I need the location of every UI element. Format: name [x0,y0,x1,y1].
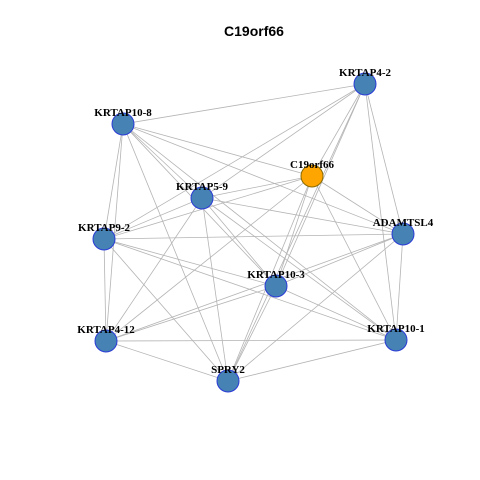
node-label-SPRY2: SPRY2 [211,364,245,376]
node-label-KRTAP4-2: KRTAP4-2 [339,67,391,79]
edge-KRTAP10-8-KRTAP5-9 [122,123,203,199]
edge-KRTAP10-8-KRTAP10-1 [122,123,397,341]
node-label-KRTAP10-1: KRTAP10-1 [367,323,424,335]
node-label-ADAMTSL4: ADAMTSL4 [373,217,434,229]
edge-KRTAP5-9-KRTAP9-2 [103,197,203,240]
node-layer [92,72,415,393]
graph-title: C19orf66 [224,23,284,39]
edge-C19orf66-KRTAP10-1 [311,175,397,341]
node-ADAMTSL4[interactable] [391,222,415,246]
edge-ADAMTSL4-KRTAP10-1 [395,233,404,341]
node-label-C19orf66: C19orf66 [290,159,334,171]
edge-KRTAP4-2-KRTAP5-9 [201,83,366,199]
edge-KRTAP5-9-KRTAP4-12 [105,197,203,342]
edge-KRTAP9-2-SPRY2 [103,238,229,382]
edge-C19orf66-KRTAP4-12 [105,175,313,342]
edge-KRTAP10-1-SPRY2 [227,339,397,382]
label-layer: KRTAP4-2KRTAP10-8C19orf66KRTAP5-9KRTAP9-… [77,67,433,376]
node-KRTAP10-1[interactable] [384,328,408,352]
edge-KRTAP5-9-ADAMTSL4 [201,197,404,235]
edge-C19orf66-KRTAP5-9 [201,175,313,199]
edge-KRTAP4-2-KRTAP9-2 [103,83,366,240]
node-KRTAP5-9[interactable] [190,186,214,210]
edge-KRTAP10-3-KRTAP10-1 [275,285,397,341]
edge-KRTAP10-8-SPRY2 [122,123,229,382]
edge-KRTAP10-8-KRTAP9-2 [103,123,124,240]
node-label-KRTAP10-3: KRTAP10-3 [247,269,305,281]
edge-KRTAP9-2-KRTAP10-3 [103,238,277,287]
edge-ADAMTSL4-SPRY2 [227,233,404,382]
edge-KRTAP4-2-KRTAP10-8 [122,83,366,125]
node-label-KRTAP5-9: KRTAP5-9 [176,181,228,193]
node-label-KRTAP10-8: KRTAP10-8 [94,107,152,119]
edge-KRTAP4-2-KRTAP10-3 [275,83,366,287]
edge-KRTAP9-2-ADAMTSL4 [103,233,404,240]
edge-ADAMTSL4-KRTAP4-12 [105,233,404,342]
edge-KRTAP4-12-KRTAP10-1 [105,339,397,342]
node-KRTAP10-3[interactable] [264,274,288,298]
edge-KRTAP4-2-ADAMTSL4 [364,83,404,235]
node-KRTAP4-12[interactable] [94,329,118,353]
edge-KRTAP4-2-SPRY2 [227,83,366,382]
node-KRTAP4-2[interactable] [353,72,377,96]
edge-KRTAP4-2-C19orf66 [311,83,366,177]
edge-KRTAP10-8-ADAMTSL4 [122,123,404,235]
edge-layer [103,83,404,382]
node-SPRY2[interactable] [216,369,240,393]
edge-KRTAP10-8-KRTAP4-12 [105,123,124,342]
node-label-KRTAP4-12: KRTAP4-12 [77,324,135,336]
edge-KRTAP4-12-SPRY2 [105,340,229,382]
node-label-KRTAP9-2: KRTAP9-2 [78,222,130,234]
edge-KRTAP4-2-KRTAP10-1 [364,83,397,341]
edge-KRTAP10-8-C19orf66 [122,123,313,177]
edge-KRTAP10-3-KRTAP4-12 [105,285,277,342]
node-KRTAP10-8[interactable] [111,112,135,136]
node-C19orf66[interactable] [300,164,324,188]
edge-C19orf66-KRTAP10-3 [275,175,313,287]
edge-KRTAP9-2-KRTAP4-12 [103,238,107,342]
edge-KRTAP5-9-KRTAP10-3 [201,197,277,287]
edge-ADAMTSL4-KRTAP10-3 [275,233,404,287]
edge-KRTAP5-9-KRTAP10-1 [201,197,397,341]
edge-KRTAP5-9-SPRY2 [201,197,229,382]
node-KRTAP9-2[interactable] [92,227,116,251]
edge-KRTAP10-3-SPRY2 [227,285,277,382]
edge-C19orf66-ADAMTSL4 [311,175,404,235]
